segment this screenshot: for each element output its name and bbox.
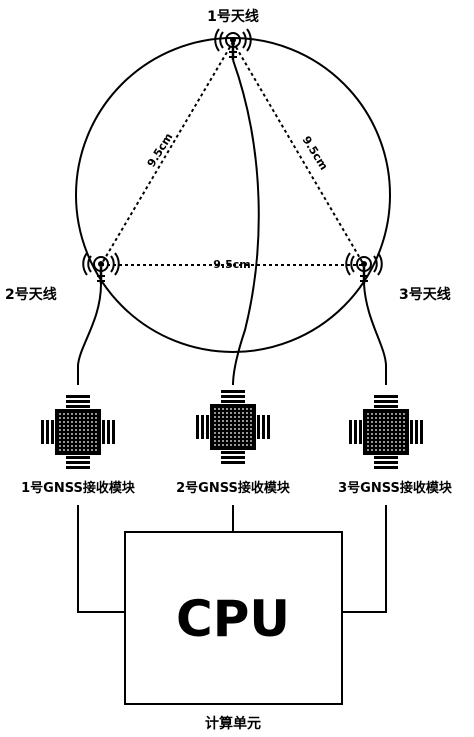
module-3-label: 3号GNSS接收模块 (338, 480, 453, 496)
antenna-1-label: 1号天线 (207, 8, 259, 25)
antenna-icon (213, 27, 253, 62)
distance-label-bottom: 9.5cm (213, 258, 250, 271)
module-2-label: 2号GNSS接收模块 (176, 480, 291, 496)
distance-label-left: 9.5cm (145, 131, 176, 170)
chip-icon (40, 394, 116, 470)
cpu-connectors (77, 505, 387, 613)
antenna-triangle (100, 41, 365, 266)
module-1-label: 1号GNSS接收模块 (21, 480, 136, 496)
connector-module-1 (77, 505, 125, 613)
cable-antenna-2 (77, 283, 102, 385)
computing-unit-caption: 计算单元 (205, 715, 261, 732)
chip-icon (195, 389, 271, 465)
distance-label-right: 9.5cm (300, 134, 331, 173)
cable-antenna-3 (363, 283, 387, 385)
cpu-box (124, 531, 343, 705)
antenna-3-label: 3号天线 (399, 286, 451, 303)
cable-antenna-1 (232, 59, 260, 386)
chip-icon (348, 394, 424, 470)
antenna-cables (77, 59, 387, 386)
antenna-2-label: 2号天线 (5, 286, 57, 303)
connector-module-3 (342, 505, 387, 613)
antenna-ring (75, 37, 391, 353)
cpu-label: CPU (176, 590, 290, 648)
